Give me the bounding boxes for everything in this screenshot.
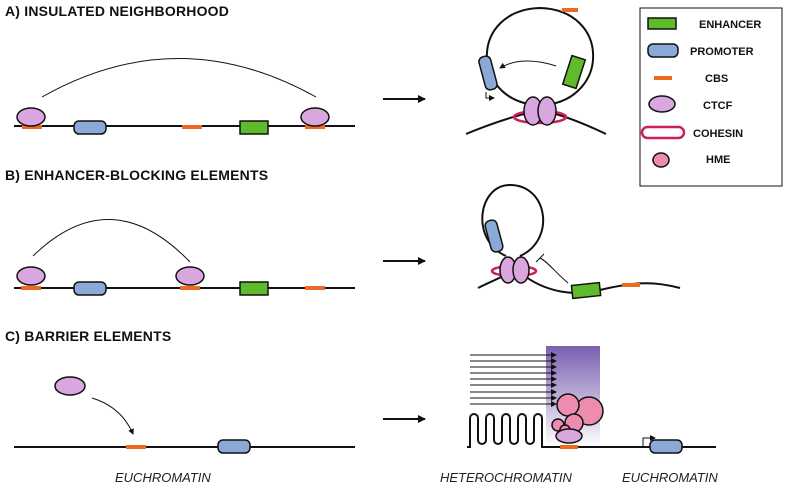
promoter-block xyxy=(217,439,251,454)
legend-label: CBS xyxy=(705,73,728,85)
cohesin-swatch-icon xyxy=(640,125,686,140)
ctcf-protein xyxy=(54,376,86,396)
ctcf-binding-arrow xyxy=(91,397,134,435)
panel-b-title: B) ENHANCER-BLOCKING ELEMENTS xyxy=(5,167,268,183)
panel-a-right-tail xyxy=(547,111,607,135)
heterochromatin-spread-arrows xyxy=(470,352,557,407)
hme-swatch-icon xyxy=(652,152,670,168)
legend-label: ENHANCER xyxy=(699,19,761,31)
legend-label: HME xyxy=(706,154,730,166)
promoter-block xyxy=(73,120,107,135)
panel-c-title: C) BARRIER ELEMENTS xyxy=(5,328,171,344)
panel-a-linear xyxy=(14,58,355,135)
panel-b-right-tail xyxy=(521,273,681,295)
enhancer-block xyxy=(570,281,602,300)
legend: ENHANCER PROMOTER CBS CTCF COHESIN HME xyxy=(639,7,783,187)
panel-b-loop-arc xyxy=(32,218,191,263)
ctcf-protein xyxy=(512,256,530,284)
ctcf-protein xyxy=(555,428,583,444)
ctcf-protein xyxy=(16,107,46,127)
legend-item-cbs: CBS xyxy=(654,73,728,85)
panel-a-title: A) INSULATED NEIGHBORHOOD xyxy=(5,3,229,19)
legend-item-enhancer: ENHANCER xyxy=(647,17,761,31)
enhancer-block xyxy=(239,281,269,296)
legend-item-cohesin: COHESIN xyxy=(640,125,743,140)
enhancer-block xyxy=(239,120,269,135)
panel-a-left-tail xyxy=(465,111,533,135)
legend-item-ctcf: CTCF xyxy=(648,95,733,113)
legend-label: PROMOTER xyxy=(690,46,754,58)
hme-protein xyxy=(556,393,580,417)
legend-item-hme: HME xyxy=(652,152,730,168)
ctcf-swatch-icon xyxy=(648,95,676,113)
euchromatin-label-left: EUCHROMATIN xyxy=(115,470,211,485)
blocked-interaction-line xyxy=(539,257,569,284)
panel-c-barrier xyxy=(467,346,716,454)
promoter-block xyxy=(484,219,504,253)
promoter-block xyxy=(478,55,498,91)
heterochromatin-label: HETEROCHROMATIN xyxy=(440,470,573,485)
panel-b-looped xyxy=(477,183,681,300)
enhancer-swatch-icon xyxy=(647,17,677,30)
enhancer-promoter-arrow xyxy=(499,60,557,69)
block-bar xyxy=(535,253,545,263)
panel-a-loop-arc xyxy=(41,58,317,98)
panel-c-linear xyxy=(14,376,355,454)
euchromatin-label-right: EUCHROMATIN xyxy=(622,470,718,485)
ctcf-protein xyxy=(16,266,46,286)
tss-arrow xyxy=(642,435,656,447)
legend-item-promoter: PROMOTER xyxy=(647,43,754,58)
panel-a-looped xyxy=(465,6,607,135)
ctcf-protein xyxy=(537,96,557,126)
panel-b-chromatin-loop xyxy=(481,183,545,257)
tss-arrow xyxy=(485,92,495,101)
promoter-swatch-icon xyxy=(647,43,679,58)
legend-label: CTCF xyxy=(703,100,733,112)
promoter-block xyxy=(649,439,683,454)
ctcf-protein xyxy=(300,107,330,127)
panel-c-chromatin-fiber xyxy=(467,413,716,448)
ctcf-protein xyxy=(175,266,205,286)
promoter-block xyxy=(73,281,107,296)
enhancer-block xyxy=(561,54,587,90)
legend-label: COHESIN xyxy=(693,128,743,140)
panel-b-linear xyxy=(14,218,355,296)
